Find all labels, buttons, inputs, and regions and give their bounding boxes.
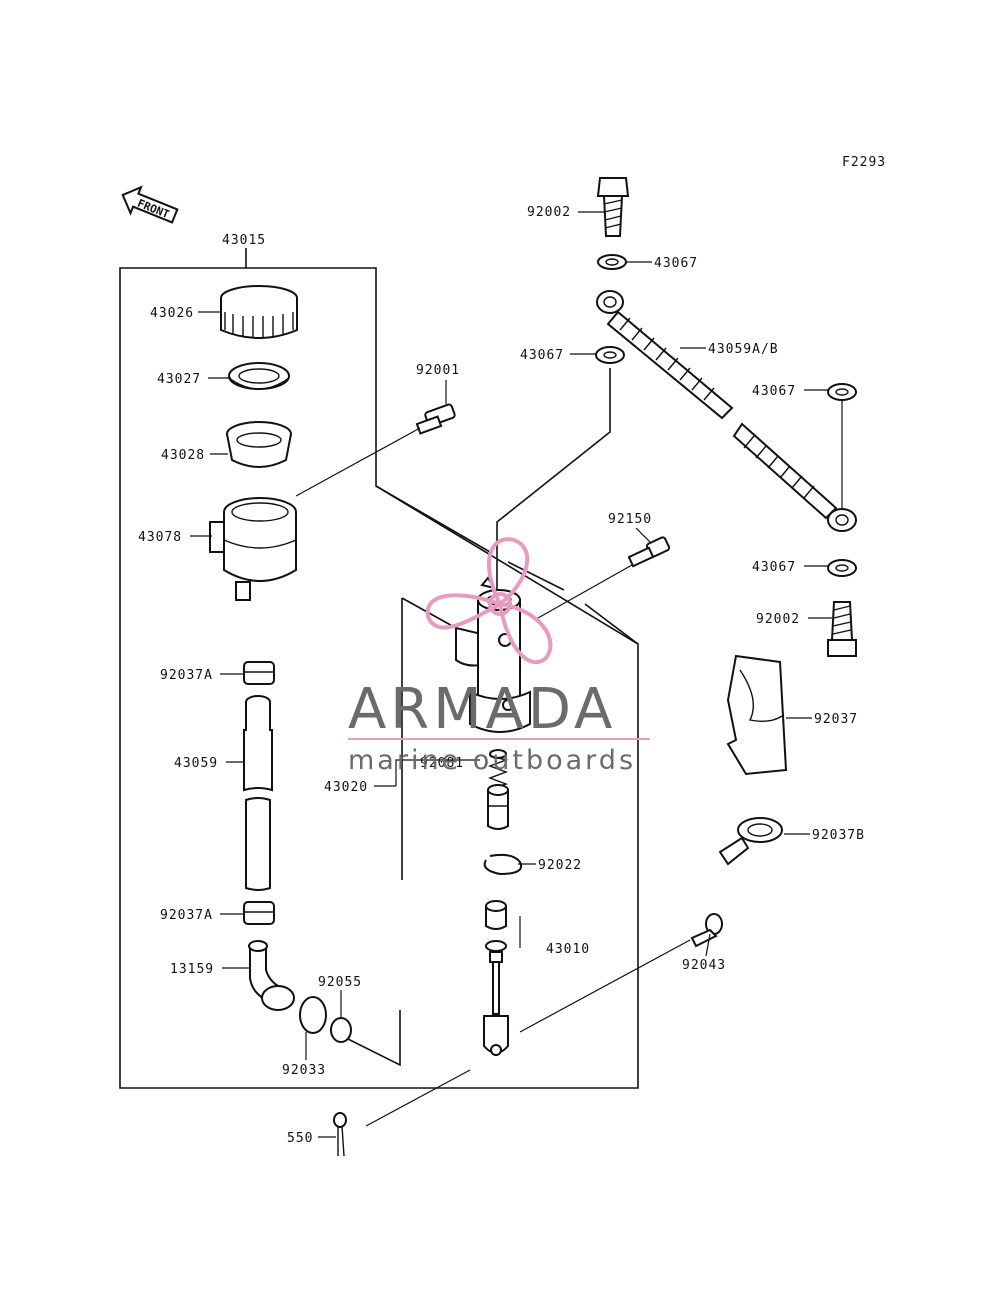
hose-clamp-lower — [243, 901, 275, 925]
circlip — [483, 853, 522, 876]
part-label-92002-lower: 92002 — [756, 612, 800, 627]
reservoir-hose — [243, 695, 273, 891]
reservoir-cap — [220, 285, 298, 339]
part-label-43028: 43028 — [161, 448, 205, 463]
part-label-43059ab: 43059A/B — [708, 342, 779, 357]
snap-ring — [299, 996, 327, 1034]
part-label-43059: 43059 — [174, 756, 218, 771]
part-label-43067-d: 43067 — [752, 560, 796, 575]
hose-fitting-elbow — [248, 940, 295, 1011]
part-label-43015: 43015 — [222, 233, 266, 248]
banjo-bolt-upper — [596, 177, 630, 237]
part-label-92037b: 92037B — [812, 828, 865, 843]
hose-clamp-bracket — [726, 654, 788, 776]
part-label-92055: 92055 — [318, 975, 362, 990]
part-label-92037a-upper: 92037A — [160, 668, 213, 683]
washer-a — [597, 254, 627, 270]
cotter-leader — [365, 1069, 471, 1127]
part-label-92043: 92043 — [682, 958, 726, 973]
part-label-13159: 13159 — [170, 962, 214, 977]
front-arrow-icon: FRONT — [121, 185, 179, 224]
washer-c — [827, 383, 857, 401]
part-label-43020: 43020 — [324, 780, 368, 795]
assembly-frame-bottom — [329, 1010, 401, 1067]
o-ring — [330, 1017, 352, 1043]
part-label-92037: 92037 — [814, 712, 858, 727]
line-connector — [496, 368, 611, 590]
watermark: ARMADA marine outboards — [348, 537, 650, 776]
watermark-brand: ARMADA — [348, 677, 616, 742]
push-rod — [483, 900, 509, 1056]
line-connector-3 — [507, 561, 565, 591]
part-label-43078: 43078 — [138, 530, 182, 545]
washer-b — [595, 346, 625, 364]
part-label-43067-a: 43067 — [654, 256, 698, 271]
bracket-43020 — [395, 759, 480, 786]
part-label-43010: 43010 — [546, 942, 590, 957]
part-label-550: 550 — [287, 1131, 313, 1146]
bolt-92150 — [627, 536, 671, 568]
part-label-92022: 92022 — [538, 858, 582, 873]
brake-hose — [596, 290, 857, 532]
part-label-43027: 43027 — [157, 372, 201, 387]
line-connector-2 — [375, 485, 491, 553]
hose-clamp-upper — [243, 661, 275, 685]
assembly-frame-left — [119, 267, 639, 1089]
clevis-pin — [690, 913, 723, 948]
diaphragm — [226, 421, 292, 468]
part-label-92037a-lower: 92037A — [160, 908, 213, 923]
part-label-92002-upper: 92002 — [527, 205, 571, 220]
propeller-logo-icon — [425, 537, 553, 665]
pin-leader — [519, 939, 691, 1033]
spring — [488, 749, 509, 789]
assembly-frame-right — [584, 603, 639, 645]
part-label-92150: 92150 — [608, 512, 652, 527]
part-label-43067-c: 43067 — [752, 384, 796, 399]
bolt-92150-leader — [537, 564, 633, 619]
part-label-43067-b: 43067 — [520, 348, 564, 363]
part-label-92001: 92001 — [416, 363, 460, 378]
hose-clip — [718, 817, 783, 866]
reservoir — [209, 497, 297, 601]
diaphragm-plate — [228, 362, 290, 390]
cotter-pin — [333, 1112, 347, 1157]
piston — [487, 784, 509, 830]
bolt-leader — [295, 427, 421, 497]
part-label-43026: 43026 — [150, 306, 194, 321]
figure-code: F2293 — [842, 155, 886, 170]
bolt-92001 — [415, 403, 456, 435]
banjo-bolt-lower — [827, 601, 857, 657]
part-label-92033: 92033 — [282, 1063, 326, 1078]
washer-d — [827, 559, 857, 577]
part-label-92081: 92081 — [420, 756, 464, 771]
watermark-tagline: marine outboards — [348, 745, 636, 776]
leader-lines — [190, 211, 832, 1138]
part-labels: 43015 43026 43027 43028 43078 92037A 430… — [138, 205, 865, 1146]
